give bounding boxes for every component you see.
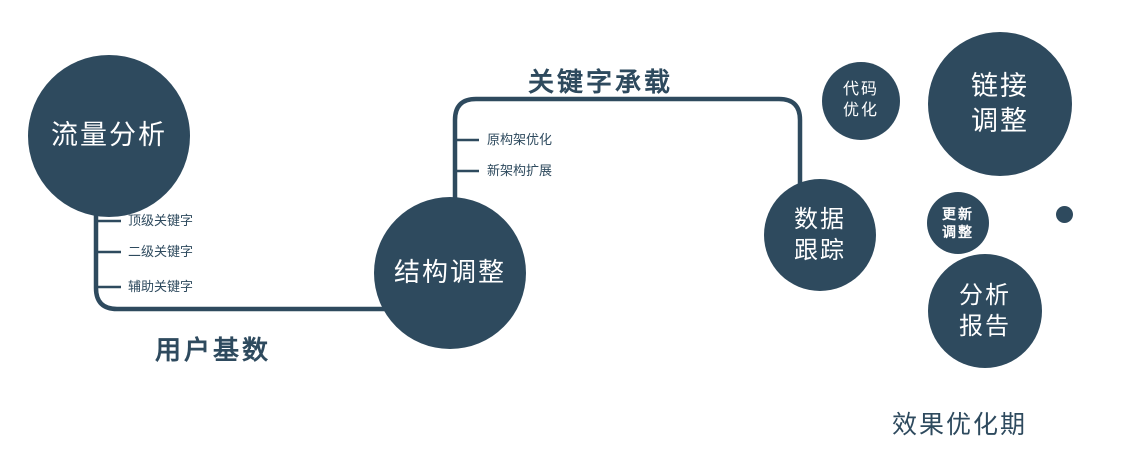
node-code-optimization: 代码 优化 (822, 62, 900, 140)
caption-effect-optimization-period: 效果优化期 (892, 411, 1028, 439)
edge-label-user-base: 用户基数 (155, 335, 272, 365)
node-link-adjustment: 链接 调整 (928, 32, 1072, 176)
node-data-tracking: 数据 跟踪 (764, 179, 876, 291)
node-traffic-analysis-label: 流量分析 (51, 120, 167, 151)
tick-label-top-keywords: 顶级关键字 (128, 213, 194, 228)
node-analysis-report: 分析 报告 (928, 254, 1042, 368)
node-update-adjustment: 更新 调整 (927, 192, 989, 254)
bullet-dot (1056, 206, 1073, 223)
tick-label-new-architecture-expansion: 新架构扩展 (487, 163, 553, 178)
tick-label-original-architecture-optimization: 原构架优化 (487, 132, 553, 147)
connector-structure-to-tracking (452, 96, 803, 215)
node-code-optimization-label: 代码 优化 (842, 81, 879, 119)
tick-label-secondary-keywords: 二级关键字 (128, 244, 194, 259)
node-traffic-analysis: 流量分析 (28, 55, 190, 217)
node-link-adjustment-label: 链接 调整 (971, 70, 1029, 136)
tick-label-auxiliary-keywords: 辅助关键字 (128, 279, 194, 294)
node-structure-adjustment-label: 结构调整 (393, 257, 506, 288)
edge-label-keyword-carrying: 关键字承载 (528, 67, 674, 97)
node-structure-adjustment: 结构调整 (374, 197, 526, 349)
node-analysis-report-label: 分析 报告 (959, 281, 1011, 340)
node-data-tracking-label: 数据 跟踪 (794, 205, 846, 264)
node-update-adjustment-label: 更新 调整 (942, 205, 974, 240)
